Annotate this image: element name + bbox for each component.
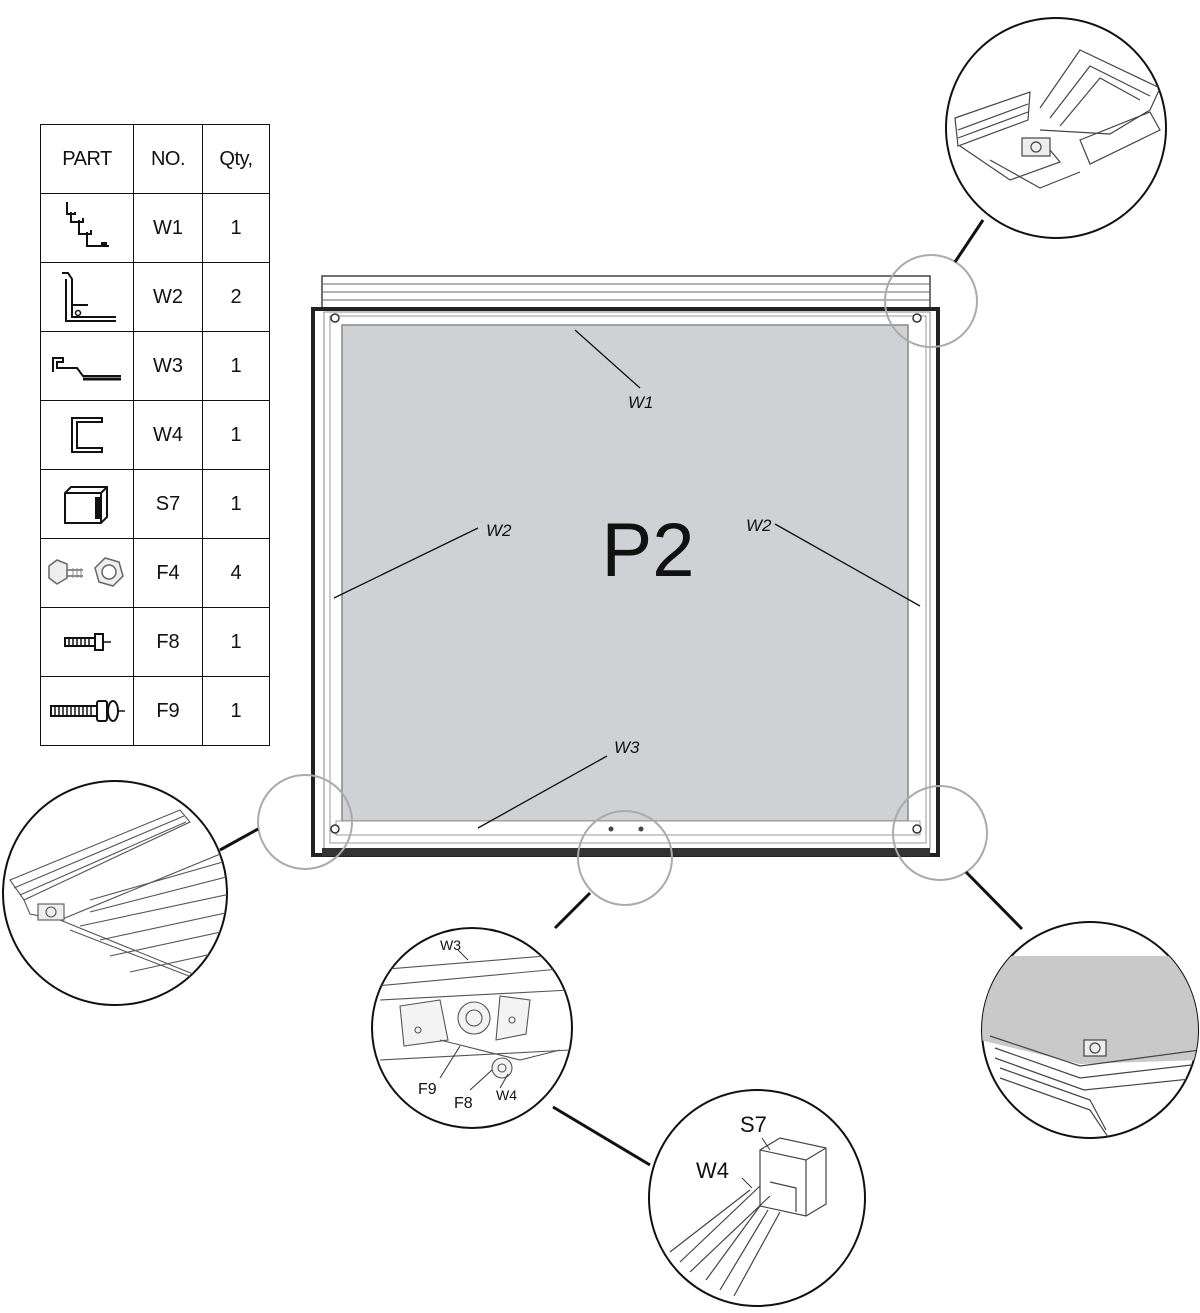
panel-p2 [341, 324, 909, 822]
table-row: W2 2 [40, 262, 270, 332]
header-part: PART [40, 124, 134, 194]
detail-bottom-right [981, 921, 1199, 1139]
label-w1: W1 [628, 393, 654, 412]
row-qty: 1 [202, 607, 270, 677]
row-qty: 1 [202, 676, 270, 746]
detail-label-s7: S7 [740, 1112, 767, 1137]
flat-channel-rail-icon [40, 331, 134, 401]
row-qty: 1 [202, 193, 270, 263]
leader-lines [333, 329, 921, 829]
row-qty: 2 [202, 262, 270, 332]
table-row: W4 1 [40, 400, 270, 470]
detail-top-right [945, 17, 1167, 239]
row-qty: 1 [202, 331, 270, 401]
label-w2-left: W2 [486, 521, 512, 540]
short-screw-icon [40, 607, 134, 677]
row-no: S7 [133, 469, 203, 539]
row-no: F9 [133, 676, 203, 746]
parts-table: PART NO. Qty, W1 1 W2 2 W3 1 W4 1 S7 [40, 124, 270, 746]
label-w2-right: W2 [746, 516, 772, 535]
detail-label-f9: F9 [418, 1081, 437, 1098]
panel-frame [311, 275, 940, 857]
long-screw-icon [40, 676, 134, 746]
table-header-row: PART NO. Qty, [40, 124, 270, 194]
detail-bottom-center: W3 F9 F8 W4 [371, 927, 573, 1129]
header-qty: Qty, [202, 124, 270, 194]
detail-connectors [219, 219, 1024, 1167]
stepped-rail-icon [40, 193, 134, 263]
header-no: NO. [133, 124, 203, 194]
c-channel-icon [40, 400, 134, 470]
table-row: F9 1 [40, 676, 270, 746]
detail-label-f8: F8 [454, 1095, 473, 1112]
table-row: F8 1 [40, 607, 270, 677]
label-w3: W3 [614, 738, 640, 757]
detail-label-w4-lower: W4 [696, 1158, 729, 1183]
bolt-and-nut-icon [40, 538, 134, 608]
detail-label-w3: W3 [440, 937, 461, 953]
detail-bottom-left [2, 780, 228, 1006]
table-row: F4 4 [40, 538, 270, 608]
detail-label-w4: W4 [496, 1087, 517, 1103]
panel-title: P2 [602, 508, 695, 593]
row-no: F4 [133, 538, 203, 608]
table-row: W3 1 [40, 331, 270, 401]
row-no: F8 [133, 607, 203, 677]
table-row: W1 1 [40, 193, 270, 263]
l-bracket-rail-icon [40, 262, 134, 332]
row-no: W2 [133, 262, 203, 332]
row-qty: 1 [202, 400, 270, 470]
detail-bottom-s7: S7 W4 [648, 1089, 866, 1307]
callout-markers [257, 254, 988, 906]
